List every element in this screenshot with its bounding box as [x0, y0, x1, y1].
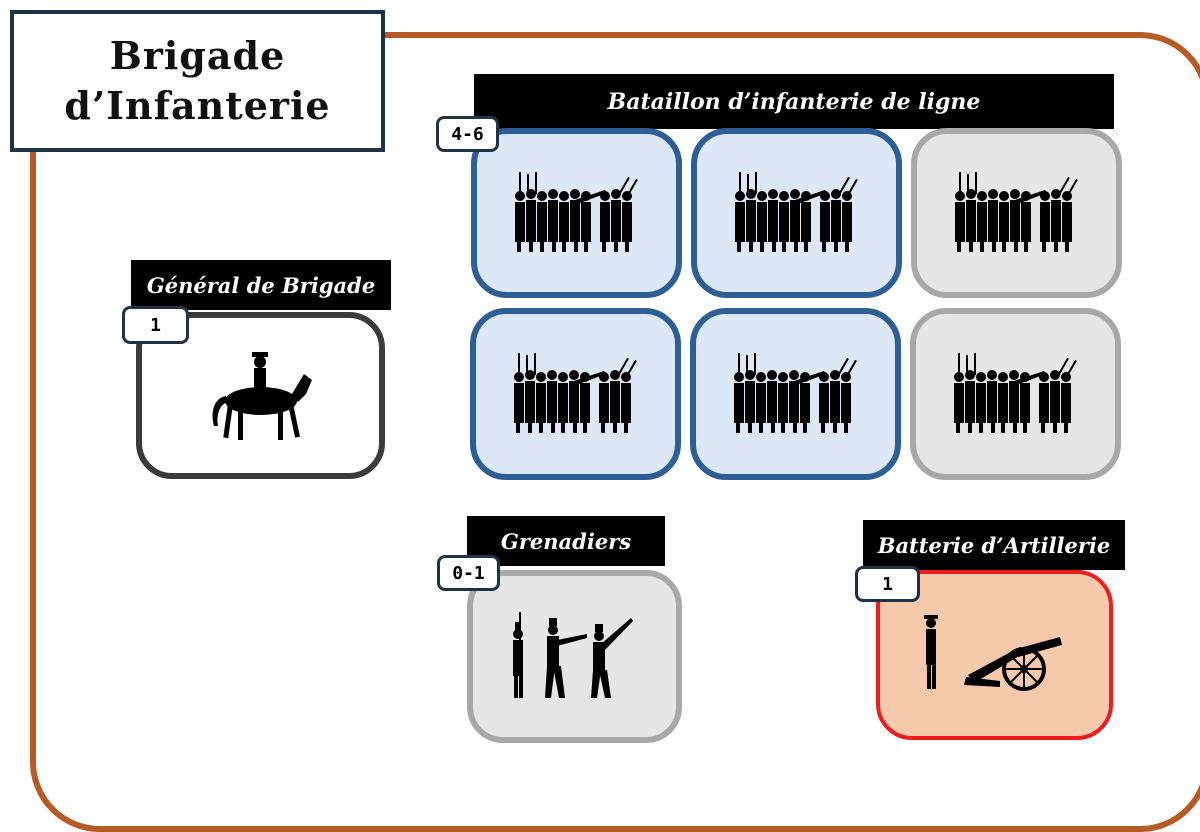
grenadiers-label: Grenadiers [467, 516, 665, 566]
mounted-officer-icon [212, 351, 312, 440]
battalion-tile-6[interactable] [910, 308, 1121, 480]
battalion-tile-4[interactable] [470, 308, 681, 480]
general-label: Général de Brigade [131, 260, 391, 310]
battalion-tile-3[interactable] [911, 128, 1122, 298]
battalion-tile-2[interactable] [691, 128, 902, 298]
battalions-label: Bataillon d’infanterie de ligne [474, 74, 1114, 129]
infantry-line-icon [734, 172, 858, 252]
cannon-icon [923, 615, 1062, 691]
infantry-line-icon [953, 353, 1077, 433]
infantry-line-icon [954, 172, 1078, 252]
battalion-tile-5[interactable] [690, 308, 901, 480]
brigade-title-box: Brigade d’Infanterie [10, 10, 385, 152]
infantry-line-icon [514, 172, 638, 252]
general-count-tag: 1 [122, 306, 189, 344]
infantry-line-icon [733, 353, 857, 433]
title-line-2: d’Infanterie [64, 83, 331, 128]
artillery-count-tag: 1 [855, 566, 920, 602]
grenadiers-tile[interactable] [467, 570, 682, 743]
grenadiers-icon [512, 611, 633, 698]
grenadiers-count-tag: 0-1 [437, 555, 500, 591]
battalion-tile-1[interactable] [471, 128, 682, 298]
battalions-count-tag: 4-6 [436, 116, 499, 152]
infantry-line-icon [513, 353, 637, 433]
title-line-1: Brigade [109, 33, 286, 78]
artillery-label: Batterie d’Artillerie [863, 520, 1125, 570]
